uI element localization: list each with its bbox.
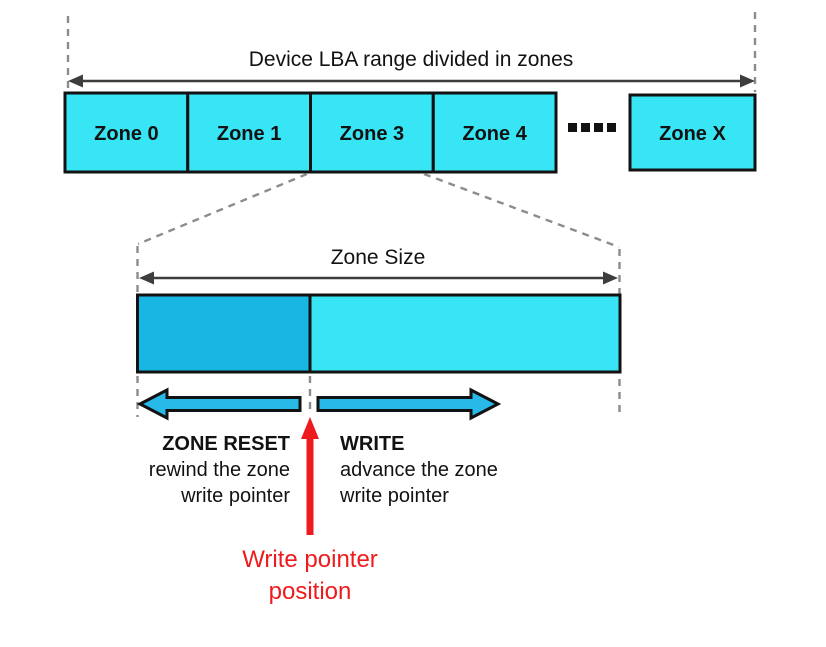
diagram-title: Device LBA range divided in zones: [249, 48, 574, 71]
zone-size-arrowhead-left: [139, 271, 154, 285]
write-pointer-arrow-shaft: [306, 437, 314, 535]
ellipsis-dot: [568, 123, 577, 132]
zone-strip: Zone 0 Zone 1 Zone 3 Zone 4 Zone X: [63, 91, 757, 174]
zone-written-region: [136, 293, 312, 374]
write-pointer-caption-line1: Write pointer: [242, 546, 378, 573]
zone-size-arrow: [139, 271, 618, 285]
zoom-guide-line-right: [423, 172, 620, 249]
ellipsis-dot: [581, 123, 590, 132]
write-desc-line2: write pointer: [339, 485, 449, 507]
lba-range-arrowhead-left: [68, 74, 83, 88]
zone-unwritten-region: [308, 293, 622, 374]
zone-reset-block-arrow: [136, 387, 302, 421]
zone-reset-desc-line1: rewind the zone: [149, 459, 290, 481]
zone-reset-description: ZONE RESET rewind the zone write pointer: [149, 433, 291, 507]
ellipsis-dot: [594, 123, 603, 132]
write-desc-line1: advance the zone: [340, 459, 498, 481]
write-pointer-caption-line2: position: [269, 578, 352, 605]
zone-label-1: Zone 1: [217, 123, 281, 145]
zone-box-4: [431, 91, 558, 174]
write-block-arrow: [316, 387, 502, 421]
zoom-guide-line-left: [137, 172, 308, 246]
write-pointer-caption: Write pointer position: [242, 546, 378, 605]
ellipsis-dot: [607, 123, 616, 132]
zone-reset-title: ZONE RESET: [162, 433, 290, 455]
zone-box-3: [309, 91, 435, 174]
write-pointer-arrow: [301, 417, 319, 535]
zone-reset-desc-line2: write pointer: [180, 485, 290, 507]
lba-range-arrow: [68, 74, 755, 88]
zone-size-label: Zone Size: [331, 246, 426, 269]
write-description: WRITE advance the zone write pointer: [339, 433, 498, 507]
lba-range-arrowhead-right: [740, 74, 755, 88]
zone-label-4: Zone 4: [462, 123, 527, 145]
zone-label-x: Zone X: [659, 123, 726, 145]
zone-label-3: Zone 3: [340, 123, 404, 145]
zone-size-arrowhead-right: [603, 271, 618, 285]
zone-detail-bar: [136, 293, 622, 374]
write-pointer-arrowhead: [301, 417, 319, 439]
zone-box-x: [628, 93, 757, 172]
ellipsis-dots: [568, 123, 616, 132]
write-title: WRITE: [340, 433, 404, 455]
zone-label-0: Zone 0: [94, 123, 158, 145]
